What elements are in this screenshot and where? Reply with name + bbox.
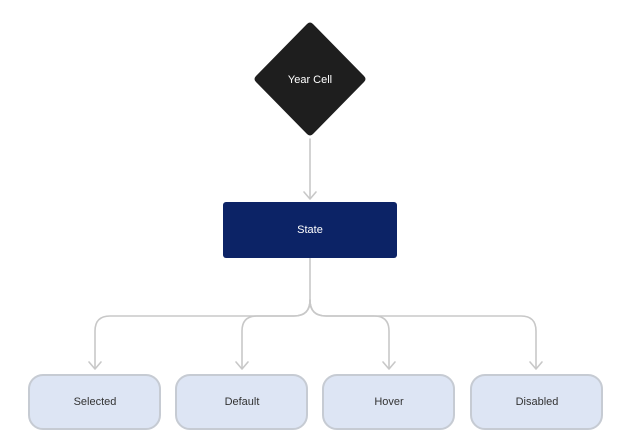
arrowhead-selected [88, 361, 102, 370]
state-label: State [297, 224, 323, 236]
state-box [223, 202, 397, 258]
edge-state-to-selected [94, 299, 311, 369]
edge-state-to-disabled [309, 299, 537, 369]
selected-label: Selected [74, 396, 117, 408]
node-disabled: Disabled [470, 374, 603, 430]
edges [88, 138, 543, 370]
edge-state-to-hover [309, 299, 390, 369]
arrowhead-state [303, 191, 317, 200]
node-state: State [223, 202, 397, 258]
node-hover: Hover [322, 374, 455, 430]
selected-box [28, 374, 161, 430]
node-default: Default [175, 374, 308, 430]
arrowhead-hover [382, 361, 396, 370]
disabled-label: Disabled [516, 396, 559, 408]
year-cell-label: Year Cell [288, 74, 332, 86]
arrowhead-disabled [529, 361, 543, 370]
disabled-box [470, 374, 603, 430]
edge-state-to-default [241, 299, 311, 369]
default-box [175, 374, 308, 430]
node-year-cell: Year Cell [254, 22, 366, 136]
node-selected: Selected [28, 374, 161, 430]
hover-box [322, 374, 455, 430]
year-cell-diamond [254, 22, 366, 136]
hover-label: Hover [374, 396, 404, 408]
arrowhead-default [235, 361, 249, 370]
default-label: Default [225, 396, 260, 408]
